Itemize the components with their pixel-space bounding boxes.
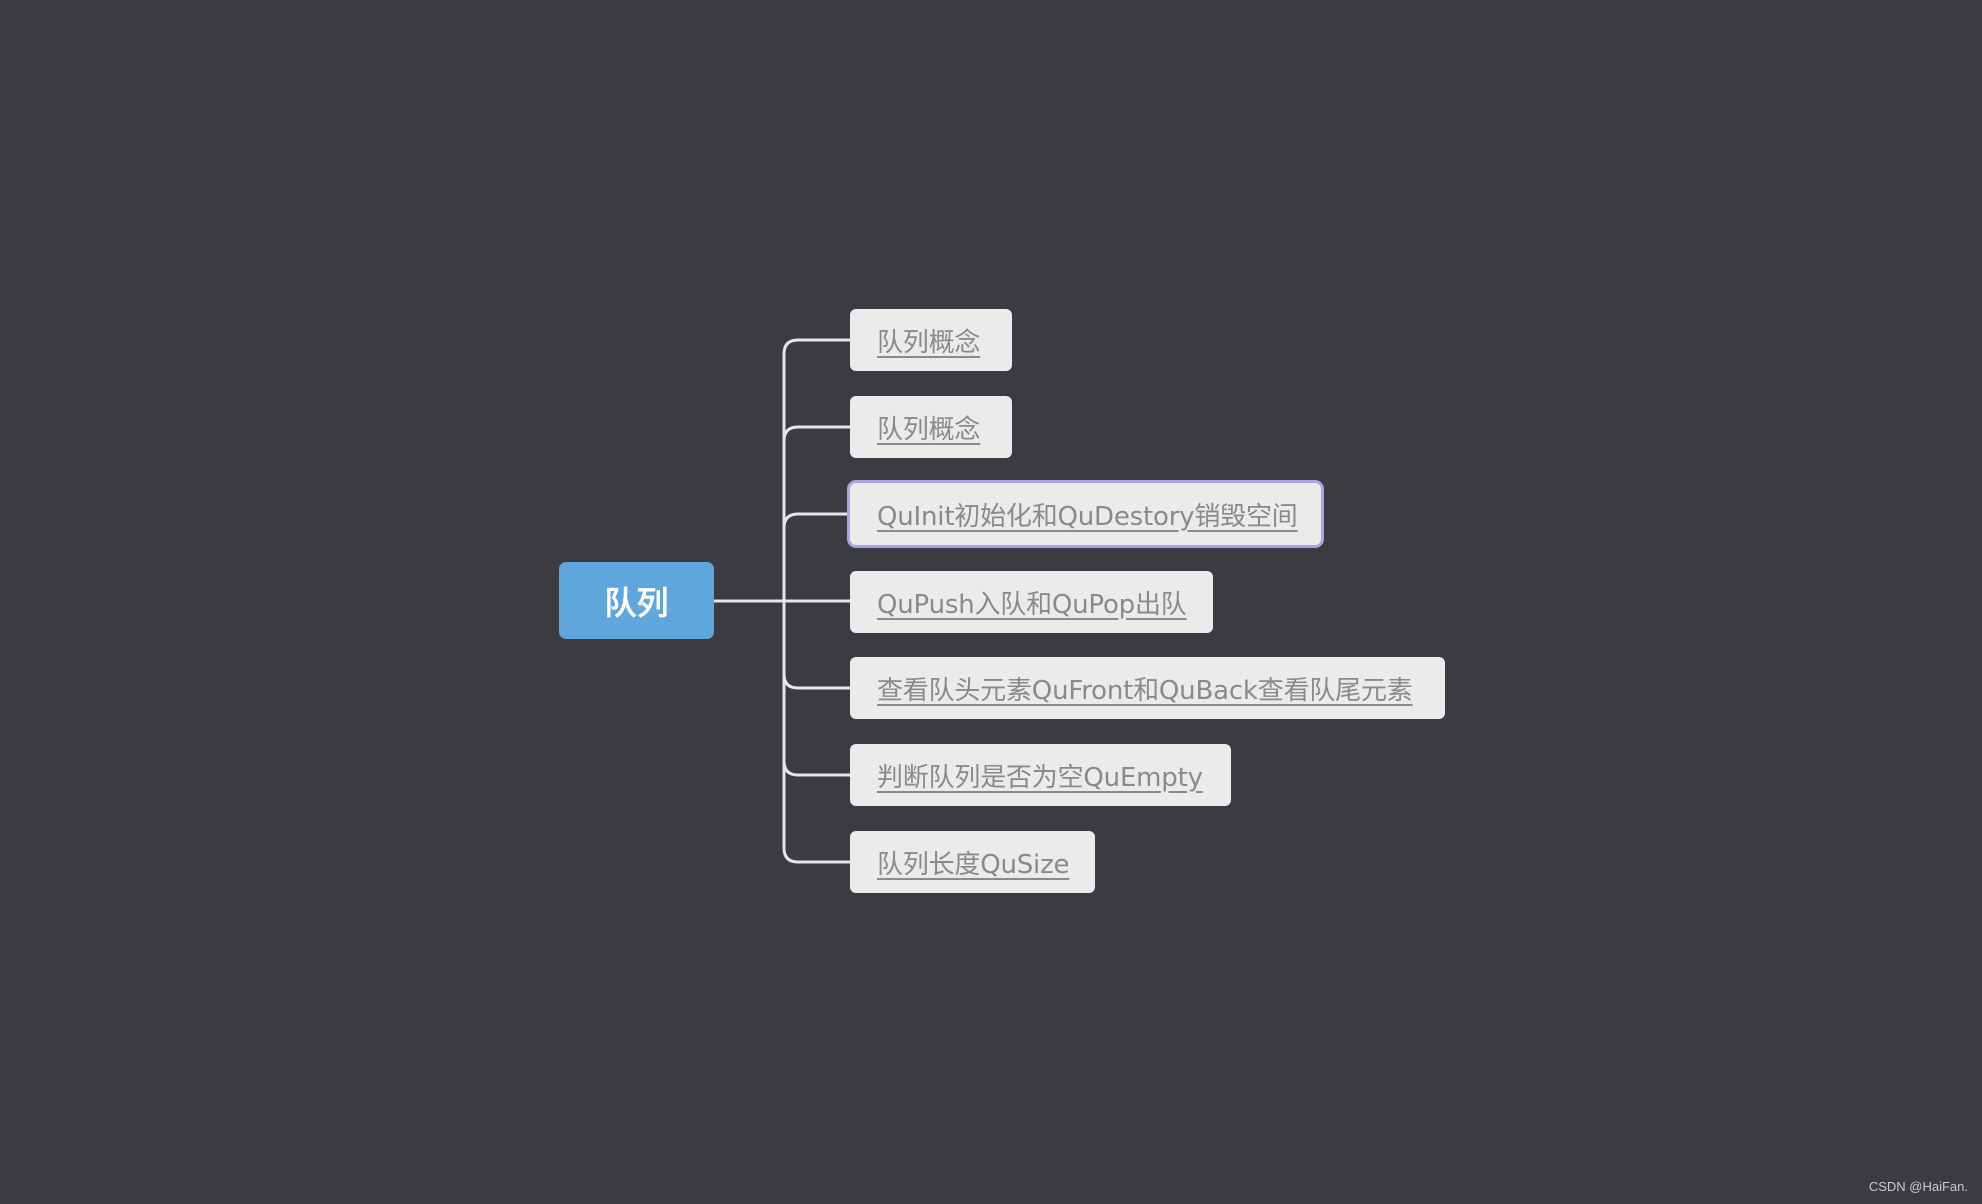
child-node-0[interactable]: 队列概念	[850, 309, 1012, 371]
root-node[interactable]: 队列	[559, 562, 714, 639]
child-node-label: QuInit初始化和QuDestory销毁空间	[877, 501, 1298, 532]
child-node-label: 判断队列是否为空QuEmpty	[877, 762, 1203, 793]
child-node-label: 队列概念	[877, 414, 981, 445]
child-node-1[interactable]: 队列概念	[850, 396, 1012, 458]
branch-connector-6	[782, 847, 850, 864]
child-node-6[interactable]: 队列长度QuSize	[850, 831, 1095, 893]
branch-connector-1	[782, 425, 850, 442]
child-node-4[interactable]: 查看队头元素QuFront和QuBack查看队尾元素	[850, 657, 1445, 719]
child-node-label: 队列长度QuSize	[877, 849, 1070, 880]
root-node-label: 队列	[604, 583, 669, 622]
watermark: CSDN @HaiFan.	[1868, 1179, 1968, 1194]
child-node-3[interactable]: QuPush入队和QuPop出队	[850, 571, 1213, 633]
child-node-label: 查看队头元素QuFront和QuBack查看队尾元素	[877, 675, 1413, 706]
child-node-2-selected[interactable]: QuInit初始化和QuDestory销毁空间	[847, 480, 1324, 548]
branch-connector-0	[782, 338, 850, 355]
child-node-5[interactable]: 判断队列是否为空QuEmpty	[850, 744, 1231, 806]
branch-connector-4	[782, 673, 850, 690]
child-node-label: 队列概念	[877, 327, 981, 358]
branch-connector-5	[782, 760, 850, 777]
child-node-label: QuPush入队和QuPop出队	[877, 589, 1187, 620]
branch-connector-2	[782, 512, 847, 529]
